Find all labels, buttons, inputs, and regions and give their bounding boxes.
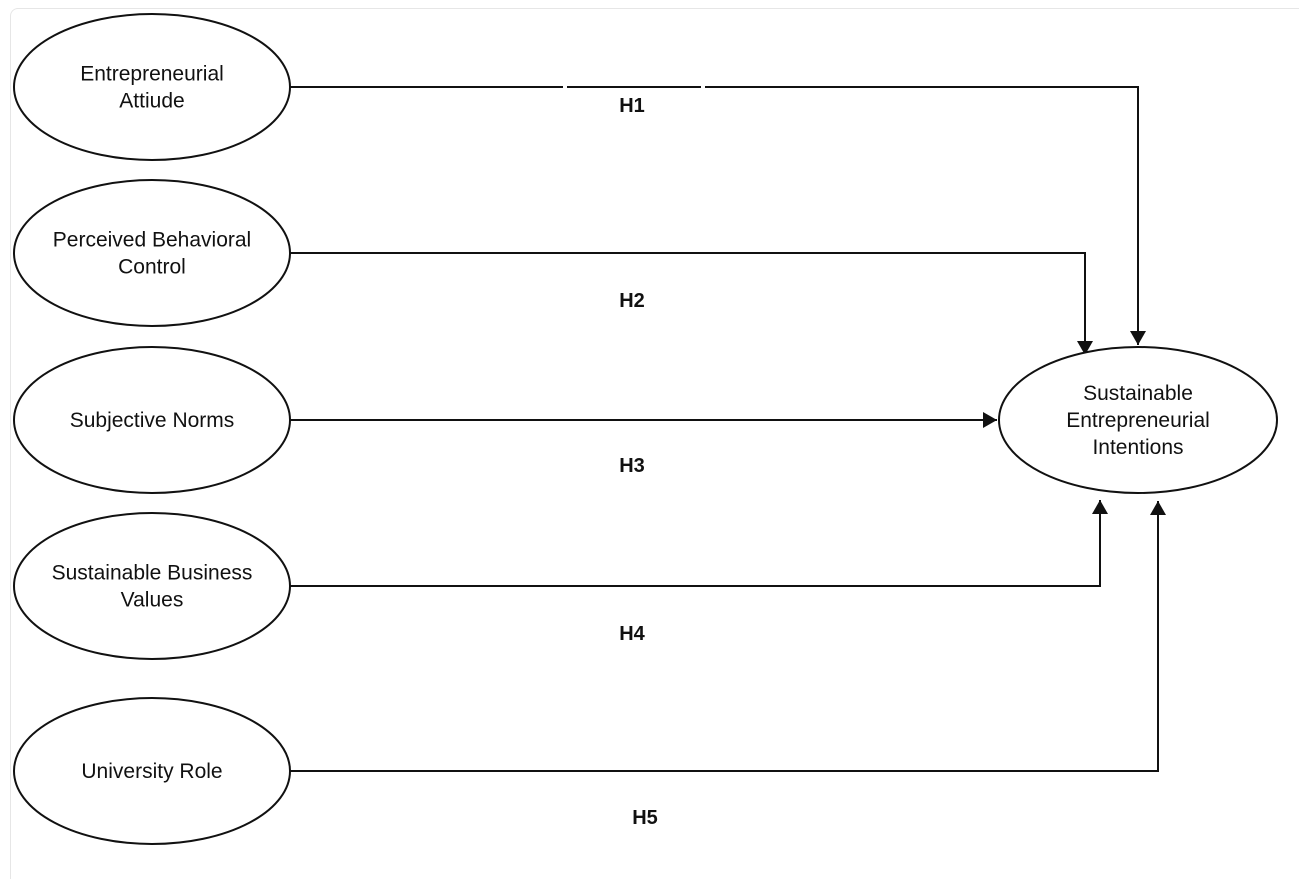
node-sei-label-line: Sustainable: [1083, 382, 1193, 405]
arrowhead-h1: [1130, 331, 1146, 345]
node-pbc-ellipse: [13, 179, 291, 327]
arrowhead-h3: [983, 412, 997, 428]
node-ur-ellipse: [13, 697, 291, 845]
hypothesis-label-h5: H5: [632, 807, 658, 829]
connectors: [290, 85, 1166, 772]
node-ea-label-line: Attiude: [119, 90, 184, 113]
line-gap-mark: [563, 85, 567, 89]
node-ur-label-line: University Role: [81, 760, 222, 783]
hypothesis-label-h1: H1: [619, 95, 645, 117]
node-sei-label-line: Entrepreneurial: [1066, 409, 1210, 432]
connector-h4: [290, 500, 1101, 587]
node-sbv-ellipse: [13, 512, 291, 660]
hypothesis-label-h2: H2: [619, 290, 645, 312]
node-sn-label-line: Subjective Norms: [70, 409, 235, 432]
node-pbc-label-line: Perceived Behavioral: [53, 229, 251, 252]
node-sbv-label-line: Values: [121, 589, 184, 612]
node-ea-label-line: Entrepreneurial: [80, 63, 224, 86]
hypothesis-label-h3: H3: [619, 455, 645, 477]
node-ea-ellipse: [13, 13, 291, 161]
connector-h5: [290, 501, 1159, 772]
node-ur: University Role: [13, 697, 291, 845]
diagram-frame: [10, 8, 1299, 879]
arrowhead-h5: [1150, 501, 1166, 515]
connector-h2: [290, 252, 1086, 355]
node-sbv-label-line: Sustainable Business: [52, 562, 253, 585]
node-pbc-label-line: Control: [118, 256, 186, 279]
node-sn: Subjective Norms: [13, 346, 291, 494]
arrowhead-h2: [1077, 341, 1093, 355]
hypothesis-label-h4: H4: [619, 623, 645, 645]
node-sn-ellipse: [13, 346, 291, 494]
connector-h1: [290, 86, 1139, 345]
arrowhead-h4: [1092, 500, 1108, 514]
line-gap-mark: [701, 85, 705, 89]
node-sei-ellipse: [998, 346, 1278, 494]
node-sei-label-line: Intentions: [1092, 436, 1183, 459]
